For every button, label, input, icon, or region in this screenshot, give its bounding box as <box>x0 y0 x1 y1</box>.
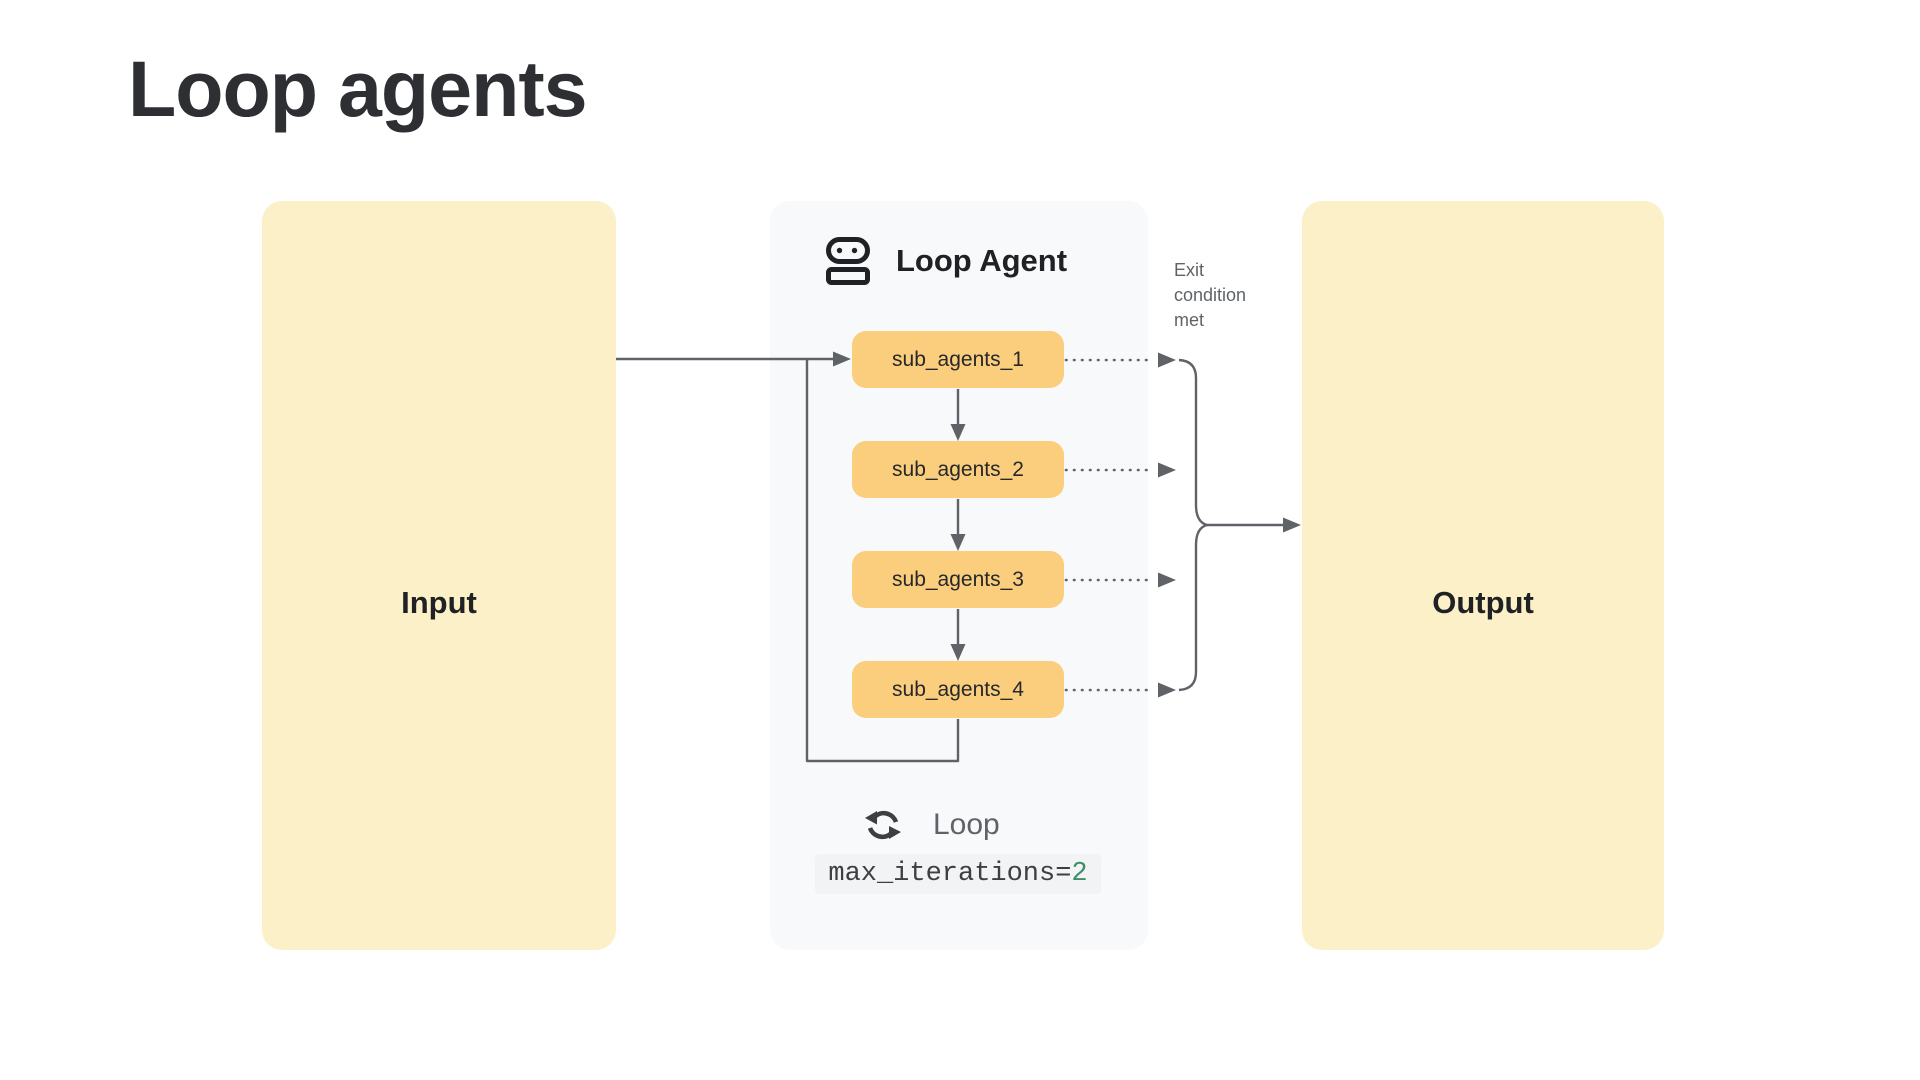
sub-agent-node-1: sub_agents_1 <box>852 331 1064 388</box>
input-panel: Input <box>262 201 616 950</box>
exit-arrowhead-3 <box>1158 572 1176 588</box>
loop-agent-panel: Loop Agent sub_agents_1 sub_agents_2 sub… <box>770 201 1148 950</box>
sub-agent-label: sub_agents_2 <box>892 457 1024 481</box>
loop-label: Loop <box>933 808 1000 841</box>
loop-footer: Loop <box>863 805 1000 845</box>
output-panel: Output <box>1302 201 1664 950</box>
sub-agent-label: sub_agents_4 <box>892 677 1024 701</box>
exit-condition-note: Exit condition met <box>1174 260 1247 330</box>
output-panel-label: Output <box>1432 585 1534 620</box>
sub-agent-node-3: sub_agents_3 <box>852 551 1064 608</box>
robot-icon <box>826 237 870 285</box>
sub-agent-node-2: sub_agents_2 <box>852 441 1064 498</box>
sub-agent-label: sub_agents_3 <box>892 567 1024 591</box>
sub-agent-node-4: sub_agents_4 <box>852 661 1064 718</box>
code-value: 2 <box>1071 859 1088 889</box>
loop-to-output-arrowhead <box>1283 517 1301 533</box>
code-key: max_iterations= <box>828 859 1072 889</box>
sub-agent-label: sub_agents_1 <box>892 347 1024 371</box>
exit-arrowhead-4 <box>1158 682 1176 698</box>
max-iterations-code: max_iterations=2 <box>815 854 1101 894</box>
exit-arrowhead-2 <box>1158 462 1176 478</box>
loop-agent-title: Loop Agent <box>896 243 1068 278</box>
exit-merge-brace <box>1178 358 1209 692</box>
exit-arrowhead-1 <box>1158 352 1176 368</box>
loop-agent-header: Loop Agent <box>826 237 1067 285</box>
page-title: Loop agents <box>128 44 588 133</box>
input-panel-label: Input <box>401 585 477 620</box>
loop-arrows-icon <box>865 810 901 840</box>
